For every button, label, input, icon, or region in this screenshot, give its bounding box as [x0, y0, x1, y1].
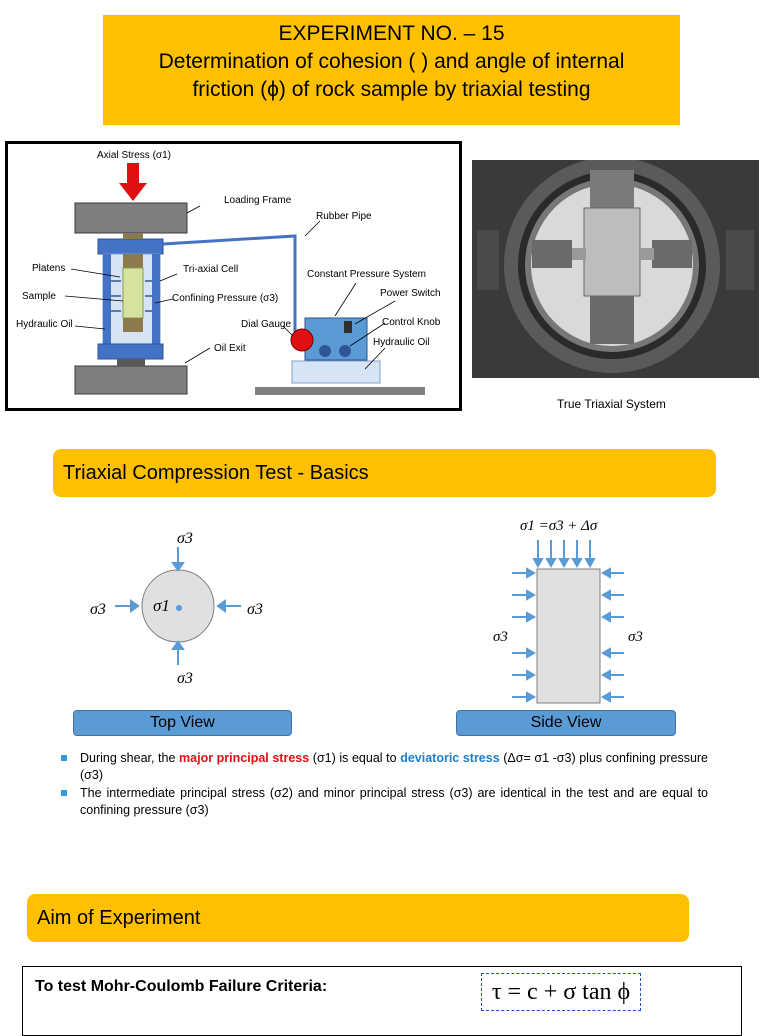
- bullet-major-principal: During shear, the major principal stress…: [58, 750, 708, 784]
- bullet1-text-b: (σ1) is equal to: [309, 751, 401, 765]
- top-view-diagram: σ3 σ3 σ3 σ3 σ1: [90, 530, 263, 687]
- top-sigma3-right: σ3: [247, 601, 263, 618]
- label-sample: Sample: [22, 291, 56, 302]
- label-platens: Platens: [32, 263, 65, 274]
- top-sigma3-bottom: σ3: [177, 670, 193, 687]
- label-axial-stress: Axial Stress (σ1): [97, 150, 171, 161]
- bullet1-text-c: (Δσ= σ1 -σ3) plus confining pressure (σ3…: [80, 751, 709, 782]
- label-constant-pressure: Constant Pressure System: [307, 269, 426, 280]
- aim-heading: Aim of Experiment: [27, 894, 689, 942]
- label-confining-pressure: Confining Pressure (σ3): [172, 293, 278, 304]
- bullet2-text: The intermediate principal stress (σ2) a…: [80, 786, 708, 817]
- basics-heading-text: Triaxial Compression Test - Basics: [63, 461, 369, 484]
- side-sigma3-right: σ3: [628, 629, 643, 645]
- aim-text: To test Mohr-Coulomb Failure Criteria:: [35, 978, 328, 995]
- side-view-diagram: σ1 =σ3 + Δσ σ3 σ3: [493, 518, 643, 704]
- label-loading-frame: Loading Frame: [224, 195, 292, 206]
- photo-caption: True Triaxial System: [557, 397, 666, 411]
- title-line-1: EXPERIMENT NO. – 15: [278, 22, 505, 45]
- side-sigma3-left: σ3: [493, 629, 508, 645]
- label-hydraulic-oil-right: Hydraulic Oil: [373, 337, 430, 348]
- label-hydraulic-oil-left: Hydraulic Oil: [16, 319, 73, 330]
- label-control-knob: Control Knob: [382, 317, 441, 328]
- top-sigma1-center: σ1: [153, 596, 170, 615]
- basics-bullets: During shear, the major principal stress…: [58, 750, 708, 820]
- mohr-coulomb-formula: τ = c + σ tan ϕ: [481, 973, 641, 1011]
- bullet1-major-stress: major principal stress: [179, 751, 310, 765]
- true-triaxial-photo: [472, 160, 759, 378]
- top-sigma3-top: σ3: [177, 530, 193, 547]
- label-oil-exit: Oil Exit: [214, 343, 246, 354]
- bullet1-text-a: During shear, the: [80, 751, 180, 765]
- bullet-intermediate-principal: The intermediate principal stress (σ2) a…: [58, 785, 708, 819]
- label-dial-gauge: Dial Gauge: [241, 319, 291, 330]
- top-sigma3-left: σ3: [90, 601, 106, 618]
- aim-heading-text: Aim of Experiment: [37, 906, 201, 929]
- experiment-title: EXPERIMENT NO. – 15 Determination of coh…: [103, 15, 680, 125]
- title-line-3: friction (ϕ) of rock sample by triaxial …: [192, 78, 591, 101]
- label-power-switch: Power Switch: [380, 288, 441, 299]
- basics-heading: Triaxial Compression Test - Basics: [53, 449, 716, 497]
- side-formula: σ1 =σ3 + Δσ: [520, 518, 598, 534]
- title-line-2: Determination of cohesion ( ) and angle …: [158, 50, 625, 73]
- bullet-marker-icon: [61, 790, 67, 796]
- label-triaxial-cell: Tri-axial Cell: [183, 264, 238, 275]
- top-view-label: Top View: [73, 710, 292, 736]
- triaxial-apparatus-diagram: Axial Stress (σ1) Loading Frame Rubber P…: [5, 141, 462, 411]
- bullet1-deviatoric-stress: deviatoric stress: [400, 751, 500, 765]
- side-view-label: Side View: [456, 710, 676, 736]
- label-rubber-pipe: Rubber Pipe: [316, 211, 372, 222]
- bullet-marker-icon: [61, 755, 67, 761]
